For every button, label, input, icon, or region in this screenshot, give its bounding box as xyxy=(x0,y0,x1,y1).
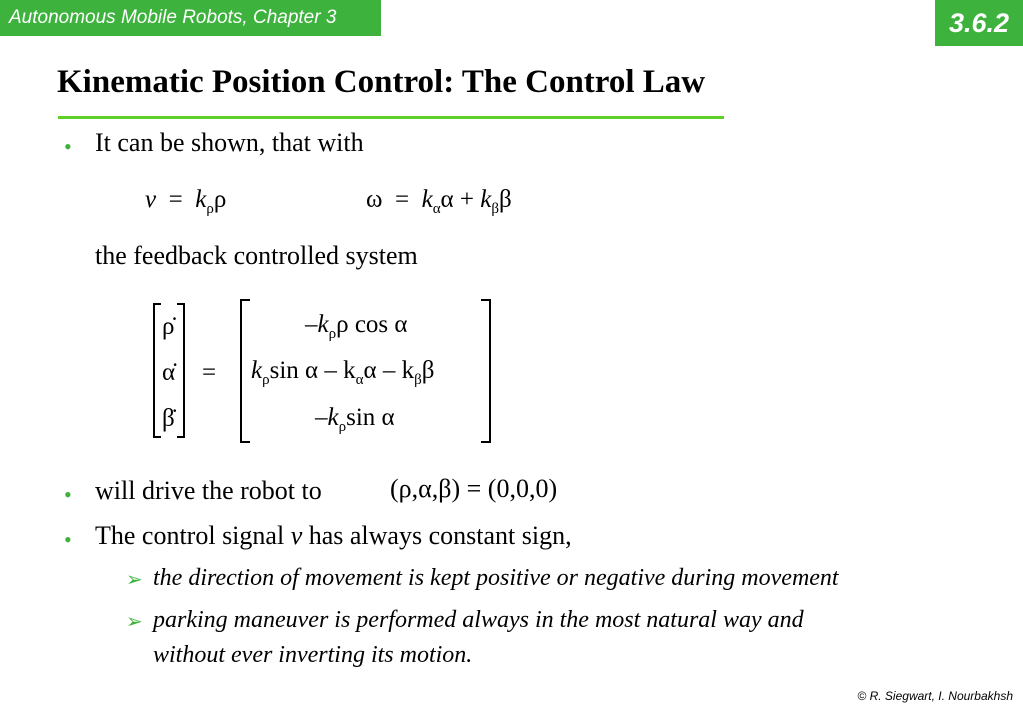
lhs-left-bracket xyxy=(153,303,161,438)
title-underline xyxy=(58,116,724,119)
matrix-row-2: kρsin α – kαα – kββ xyxy=(251,357,435,388)
var-k: k xyxy=(421,186,433,213)
angular-velocity-equation: ω = kαα + kββ xyxy=(366,186,512,218)
var-rho: ρ xyxy=(213,186,227,213)
var-omega: ω xyxy=(366,186,383,213)
target-state: (ρ,α,β) = (0,0,0) xyxy=(390,474,558,503)
var-v: v xyxy=(290,521,303,550)
var-k: k xyxy=(480,186,492,213)
sub-alpha: α xyxy=(432,201,441,217)
section-number: 3.6.2 xyxy=(935,0,1023,46)
sub-rho: ρ xyxy=(206,201,214,217)
lhs-beta-dot: β̇ xyxy=(162,405,175,432)
sub-bullet-text: parking maneuver is performed always in … xyxy=(153,607,804,633)
continuation-text: the feedback controlled system xyxy=(95,241,418,270)
sub-bullet-text: the direction of movement is kept positi… xyxy=(153,565,839,591)
bullet-dot: • xyxy=(64,134,72,159)
bullet-dot: • xyxy=(64,482,72,507)
bullet-text: The control signal v has always constant… xyxy=(95,521,572,550)
bullet-text: It can be shown, that with xyxy=(95,128,364,157)
lhs-rho-dot: ρ̇ xyxy=(162,313,175,340)
lhs-right-bracket xyxy=(177,303,185,438)
sub-bullet-text: without ever inverting its motion. xyxy=(153,642,473,668)
rhs-right-bracket xyxy=(481,299,491,443)
lhs-alpha-dot: α̇ xyxy=(162,359,176,386)
arrow-bullet-icon: ➢ xyxy=(126,611,143,633)
matrix-row-3: –kρsin α xyxy=(315,404,395,435)
matrix-row-1: –kρρ cos α xyxy=(305,311,408,342)
equals-sign: = xyxy=(168,186,183,213)
rhs-left-bracket xyxy=(240,299,250,443)
var-v: v xyxy=(145,186,157,213)
var-alpha: α xyxy=(440,186,454,213)
matrix-equals: = xyxy=(202,359,217,386)
var-beta: β xyxy=(499,186,512,213)
bullet-dot: • xyxy=(64,527,72,552)
equals-sign: = xyxy=(394,186,410,213)
plus-sign: + xyxy=(459,186,475,213)
bullet-text: will drive the robot to xyxy=(95,476,322,505)
page-title: Kinematic Position Control: The Control … xyxy=(57,64,706,100)
var-k: k xyxy=(195,186,207,213)
course-header: Autonomous Mobile Robots, Chapter 3 xyxy=(0,0,381,36)
copyright-footer: © R. Siegwart, I. Nourbakhsh xyxy=(857,689,1013,703)
velocity-equation: v = kρρ xyxy=(145,186,226,218)
arrow-bullet-icon: ➢ xyxy=(126,569,143,591)
sub-beta: β xyxy=(491,201,500,217)
